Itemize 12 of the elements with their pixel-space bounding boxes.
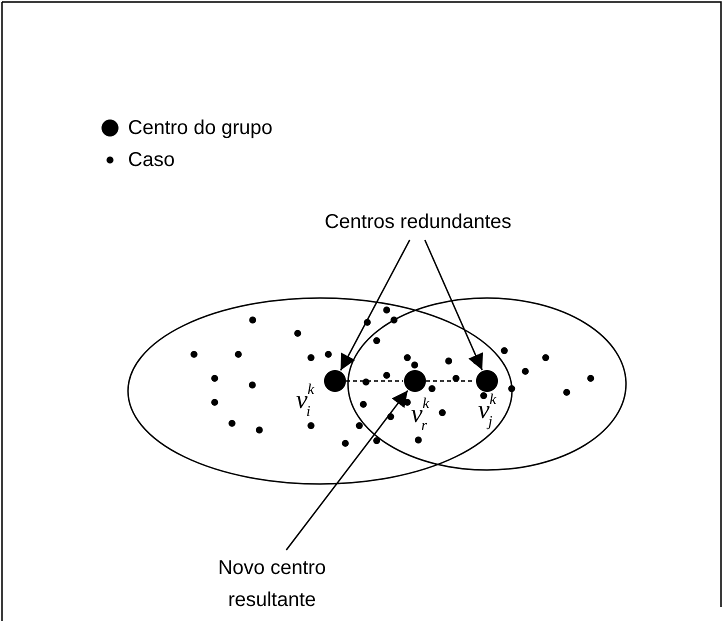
dashed-line	[346, 380, 403, 382]
legend-label: Centro do grupo	[128, 116, 273, 141]
arrow	[340, 240, 410, 371]
center-dot	[404, 370, 426, 392]
arrow	[286, 390, 408, 550]
arrow	[424, 240, 484, 370]
dashed-line	[426, 380, 475, 382]
legend-label: Caso	[128, 148, 175, 173]
callout-text: Novo centro resultante	[182, 552, 362, 616]
center-dot	[324, 370, 346, 392]
center-dot	[476, 370, 498, 392]
callout-text: Centros redundantes	[308, 206, 528, 238]
